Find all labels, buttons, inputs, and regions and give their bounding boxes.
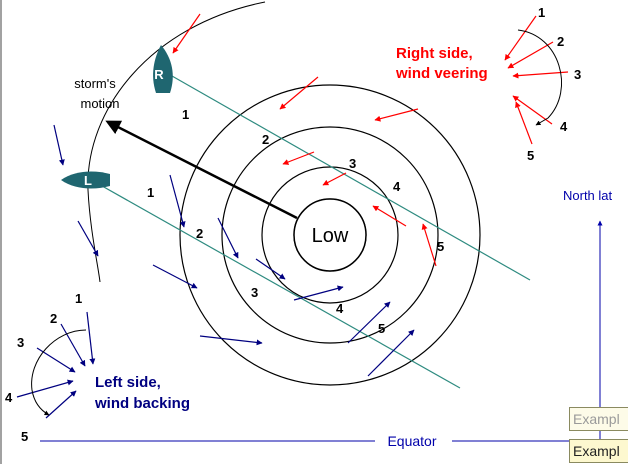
ship-right: R xyxy=(153,45,173,93)
left-inset-number: 5 xyxy=(21,429,28,444)
low-label: Low xyxy=(312,225,349,247)
backing-arc xyxy=(31,329,87,416)
right-inset-number: 4 xyxy=(560,119,568,134)
left-track-number: 4 xyxy=(336,301,344,316)
isobar-ring-2 xyxy=(261,166,399,304)
storm-motion-label: storm's xyxy=(74,76,116,91)
right-track-number: 3 xyxy=(349,156,356,171)
inset-arrow xyxy=(45,390,77,419)
left-side-title: wind backing xyxy=(94,395,190,412)
wind-arrow xyxy=(172,13,201,54)
left-inset xyxy=(16,311,96,419)
inset-arrow xyxy=(515,101,533,145)
left-track-number: 3 xyxy=(251,285,258,300)
ship-path-curve xyxy=(87,1,266,283)
wind-arrow xyxy=(53,124,65,166)
wind-arrow xyxy=(372,205,407,227)
wind-arrow xyxy=(293,285,344,301)
wind-arrow xyxy=(217,217,239,259)
example-tab[interactable]: Exampl xyxy=(569,407,628,431)
low-center xyxy=(293,198,367,272)
wind-arrow xyxy=(282,151,315,165)
left-ship-track xyxy=(94,181,461,389)
left-inset-number: 2 xyxy=(50,311,57,326)
right-inset-number: 2 xyxy=(557,34,564,49)
left-track-number: 2 xyxy=(196,226,203,241)
wind-arrow xyxy=(421,223,437,267)
inset-arrow xyxy=(36,347,76,373)
left-track-number: 1 xyxy=(147,185,154,200)
right-inset xyxy=(504,15,569,145)
left-track-number: 5 xyxy=(378,321,385,336)
wind-arrow xyxy=(199,335,263,346)
wind-arrow xyxy=(279,76,319,110)
wind-arrow xyxy=(374,108,419,122)
left-inset-number: 1 xyxy=(75,291,82,306)
left-inset-number: 3 xyxy=(17,335,24,350)
inset-arrow xyxy=(60,323,86,367)
wind-arrow xyxy=(255,258,286,280)
right-side-title: wind veering xyxy=(395,65,488,82)
right-side-title: Right side, xyxy=(396,45,473,62)
inset-arrow xyxy=(512,71,569,79)
wind-arrow xyxy=(347,301,391,344)
right-ship-track xyxy=(164,71,531,281)
left-wind-arrows xyxy=(53,124,415,377)
isobar-ring-4 xyxy=(179,84,481,386)
wind-arrow xyxy=(322,172,347,186)
inset-arrow xyxy=(504,15,537,61)
wind-arrow xyxy=(77,220,99,257)
equator-label: Equator xyxy=(387,433,436,449)
ship-left-label: L xyxy=(84,173,92,188)
isobar-ring-3 xyxy=(221,126,439,344)
right-inset-number: 3 xyxy=(574,67,581,82)
north-lat-label: North lat xyxy=(563,188,613,203)
right-track-number: 2 xyxy=(262,132,269,147)
wind-arrow xyxy=(152,264,198,289)
right-inset-number: 5 xyxy=(527,148,534,163)
example-tab[interactable]: Exampl xyxy=(569,439,628,463)
right-track-number: 4 xyxy=(393,179,401,194)
left-side-title: Left side, xyxy=(95,374,161,391)
inset-arrow xyxy=(507,41,554,69)
veering-arc xyxy=(517,29,563,126)
storm-motion-arrow xyxy=(105,120,298,220)
right-track-number: 1 xyxy=(182,107,189,122)
inset-arrow xyxy=(16,379,74,398)
right-inset-number: 1 xyxy=(538,5,545,20)
left-inset-number: 4 xyxy=(5,390,13,405)
wind-arrow xyxy=(367,329,415,377)
wind-arrow xyxy=(169,174,186,228)
ship-left: L xyxy=(61,171,110,189)
right-track-number: 5 xyxy=(437,239,444,254)
ship-right-label: R xyxy=(154,67,164,82)
right-wind-arrows xyxy=(172,13,437,267)
storm-motion-label: motion xyxy=(80,96,119,111)
inset-arrow xyxy=(86,311,96,365)
